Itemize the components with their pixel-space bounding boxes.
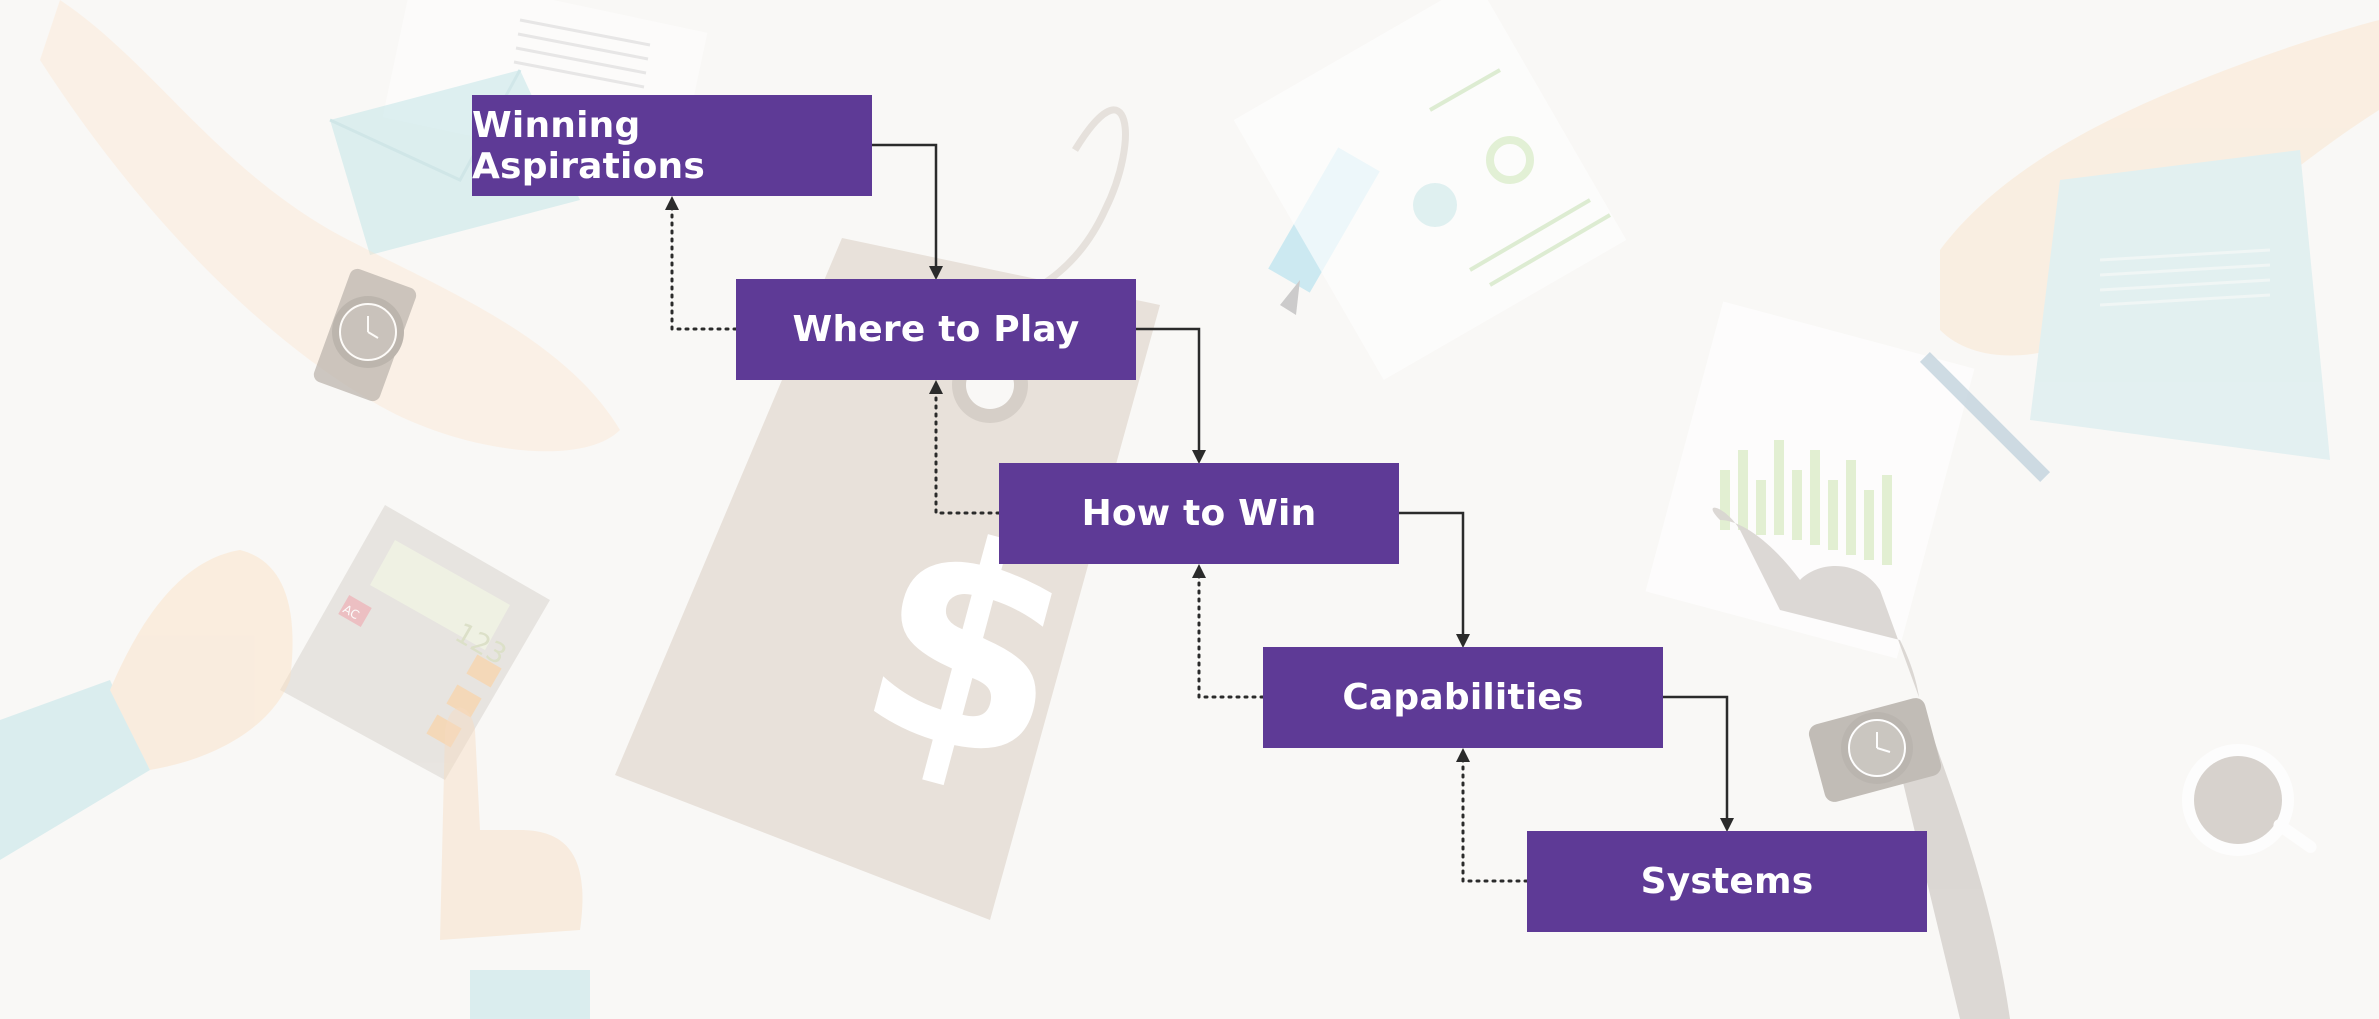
report-paper-right	[1233, 0, 1627, 380]
hand-bottom-left	[0, 550, 590, 1019]
calculator-illustration: 123 AC	[280, 505, 550, 780]
coffee-cup-illustration	[2182, 744, 2317, 856]
step-capabilities[interactable]: Capabilities	[1263, 647, 1663, 748]
step-label: Systems	[1640, 861, 1814, 902]
step-winning-aspirations[interactable]: Winning Aspirations	[472, 95, 872, 196]
step-label: Capabilities	[1342, 677, 1584, 718]
hand-top-right	[1940, 20, 2379, 460]
step-label: Winning Aspirations	[472, 104, 705, 187]
step-how-to-win[interactable]: How to Win	[999, 463, 1399, 564]
hand-right	[1712, 507, 2010, 1019]
hand-top-left	[40, 0, 620, 452]
step-label: How to Win	[1081, 493, 1317, 534]
step-systems[interactable]: Systems	[1527, 831, 1927, 932]
bar-chart-paper	[1645, 301, 1975, 659]
step-label: Where to Play	[792, 309, 1080, 350]
step-where-to-play[interactable]: Where to Play	[736, 279, 1136, 380]
pen-illustration	[1919, 351, 2051, 483]
wrist-watch-left	[313, 268, 417, 402]
